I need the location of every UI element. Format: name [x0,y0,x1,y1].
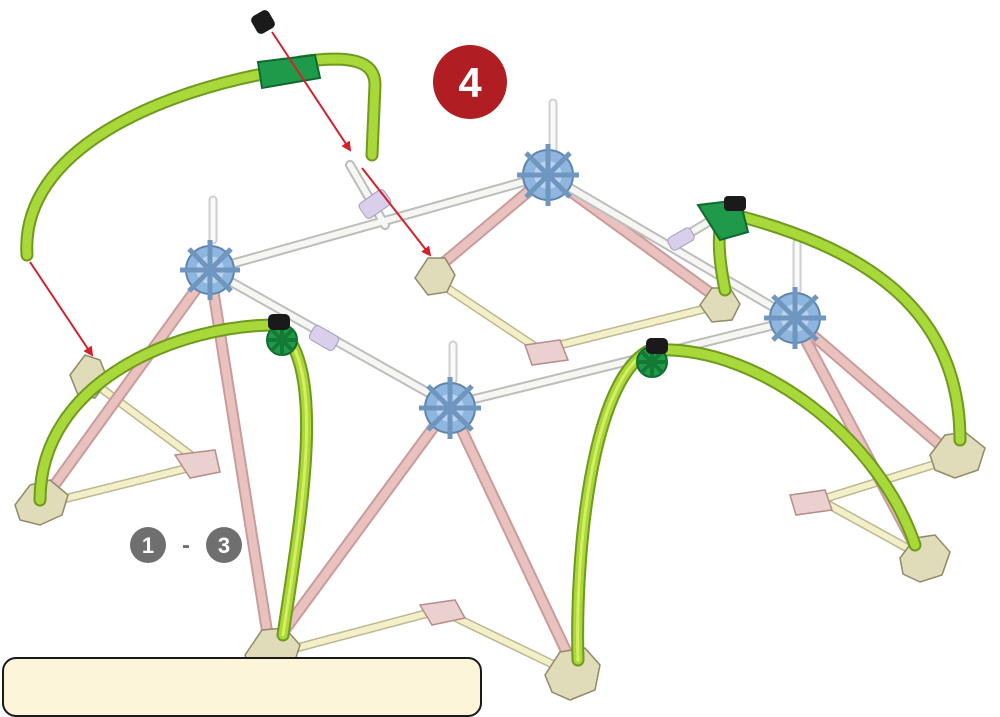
base-connectors [14,257,986,701]
green-connector-left [266,314,298,356]
hub-left [180,240,240,300]
green-connector-right [636,338,668,378]
previous-step-from: 1 [142,533,154,558]
end-cap-loose [251,10,275,34]
hub-center [419,377,481,439]
note-box [2,657,482,717]
step-badge: 4 [433,45,507,119]
arrow-flex-rod [29,261,94,357]
blue-hubs [180,144,826,439]
previous-steps-reference: 1 - 3 [130,527,242,563]
lavender-connectors [308,189,695,351]
previous-step-separator: - [182,532,190,559]
arrow-connector [361,167,432,257]
hub-top [517,144,579,206]
green-connectors [251,10,750,378]
instruction-arrows [29,31,432,357]
green-connector-back [696,196,750,242]
previous-step-to: 3 [218,533,230,558]
green-connector-top [256,53,322,90]
step-number: 4 [458,59,482,106]
arrow-end-cap [271,31,352,152]
hub-right [764,287,826,349]
pink-corner-connectors [173,339,834,626]
